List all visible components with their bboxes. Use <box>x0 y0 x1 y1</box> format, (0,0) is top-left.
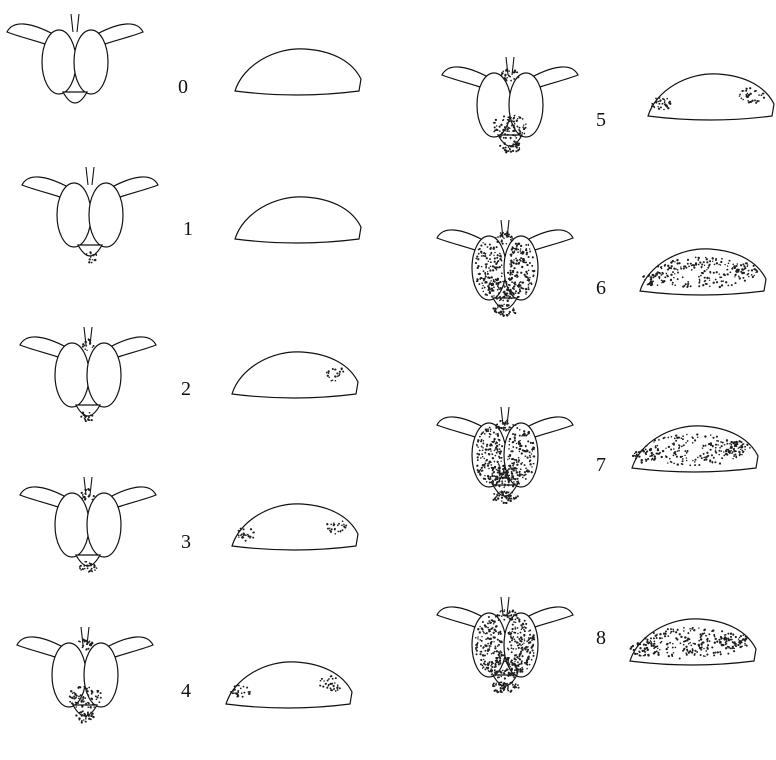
lateral-view-2: insect-lateral-icon <box>232 352 358 398</box>
lateral-view-0: insect-lateral-icon <box>235 49 361 95</box>
left-elytron <box>55 343 89 407</box>
lateral-view-4: insect-lateral-icon <box>226 662 352 708</box>
abdomen-tip <box>76 555 100 566</box>
side-profile <box>232 504 358 550</box>
stage-label-1: 1 <box>183 219 193 239</box>
dorsal-view-7: insect-dorsal-icon <box>437 407 573 504</box>
abdomen-tip <box>78 245 102 256</box>
dorsal-view-0: insect-dorsal-icon <box>7 14 143 103</box>
antenna <box>71 14 79 32</box>
stage-label-4: 4 <box>181 681 191 701</box>
dorsal-view-4: insect-dorsal-icon <box>17 627 153 724</box>
stage-label-2: 2 <box>181 379 191 399</box>
antenna <box>84 477 92 495</box>
left-elytron <box>42 30 76 94</box>
dorsal-view-5: insect-dorsal-icon <box>442 57 578 153</box>
right-elytron <box>89 183 123 247</box>
stage-label-5: 5 <box>596 110 606 130</box>
abdomen-tip <box>76 405 100 416</box>
lateral-view-6: insect-lateral-icon <box>640 249 766 295</box>
lateral-view-3: insect-lateral-icon <box>232 504 358 550</box>
tip-pigment-7 <box>492 491 518 505</box>
dorsal-view-2: insect-dorsal-icon <box>20 327 156 422</box>
scutellum-pigment-3 <box>81 488 95 501</box>
stage-label-6: 6 <box>596 278 606 298</box>
right-elytron <box>87 343 121 407</box>
dorsal-view-1: insect-dorsal-icon <box>22 167 158 263</box>
dorsal-view-8: insect-dorsal-icon <box>437 597 573 693</box>
scutellum-pigment-2 <box>82 338 95 351</box>
side-profile <box>648 74 774 120</box>
antenna <box>501 597 509 615</box>
stage-label-3: 3 <box>181 532 191 552</box>
right-elytron <box>87 493 121 557</box>
side-profile <box>640 249 766 295</box>
left-elytron <box>57 183 91 247</box>
side-profile <box>235 197 361 243</box>
tip-pigment-8 <box>492 681 519 693</box>
side-profile <box>235 49 361 95</box>
stage-label-0: 0 <box>178 77 188 97</box>
antenna <box>86 167 94 185</box>
right-elytron <box>74 30 108 94</box>
lateral-view-7: insect-lateral-icon <box>632 426 758 472</box>
stage-label-8: 8 <box>596 628 606 648</box>
left-elytron <box>55 493 89 557</box>
lateral-view-8: insect-lateral-icon <box>630 619 756 665</box>
lateral-view-1: insect-lateral-icon <box>235 197 361 243</box>
dorsal-view-3: insect-dorsal-icon <box>20 477 156 573</box>
stage-label-7: 7 <box>596 455 606 475</box>
lateral-view-5: insect-lateral-icon <box>648 74 774 120</box>
abdomen-tip <box>63 92 87 103</box>
dorsal-view-6: insect-dorsal-icon <box>437 220 573 317</box>
side-profile <box>226 662 352 708</box>
